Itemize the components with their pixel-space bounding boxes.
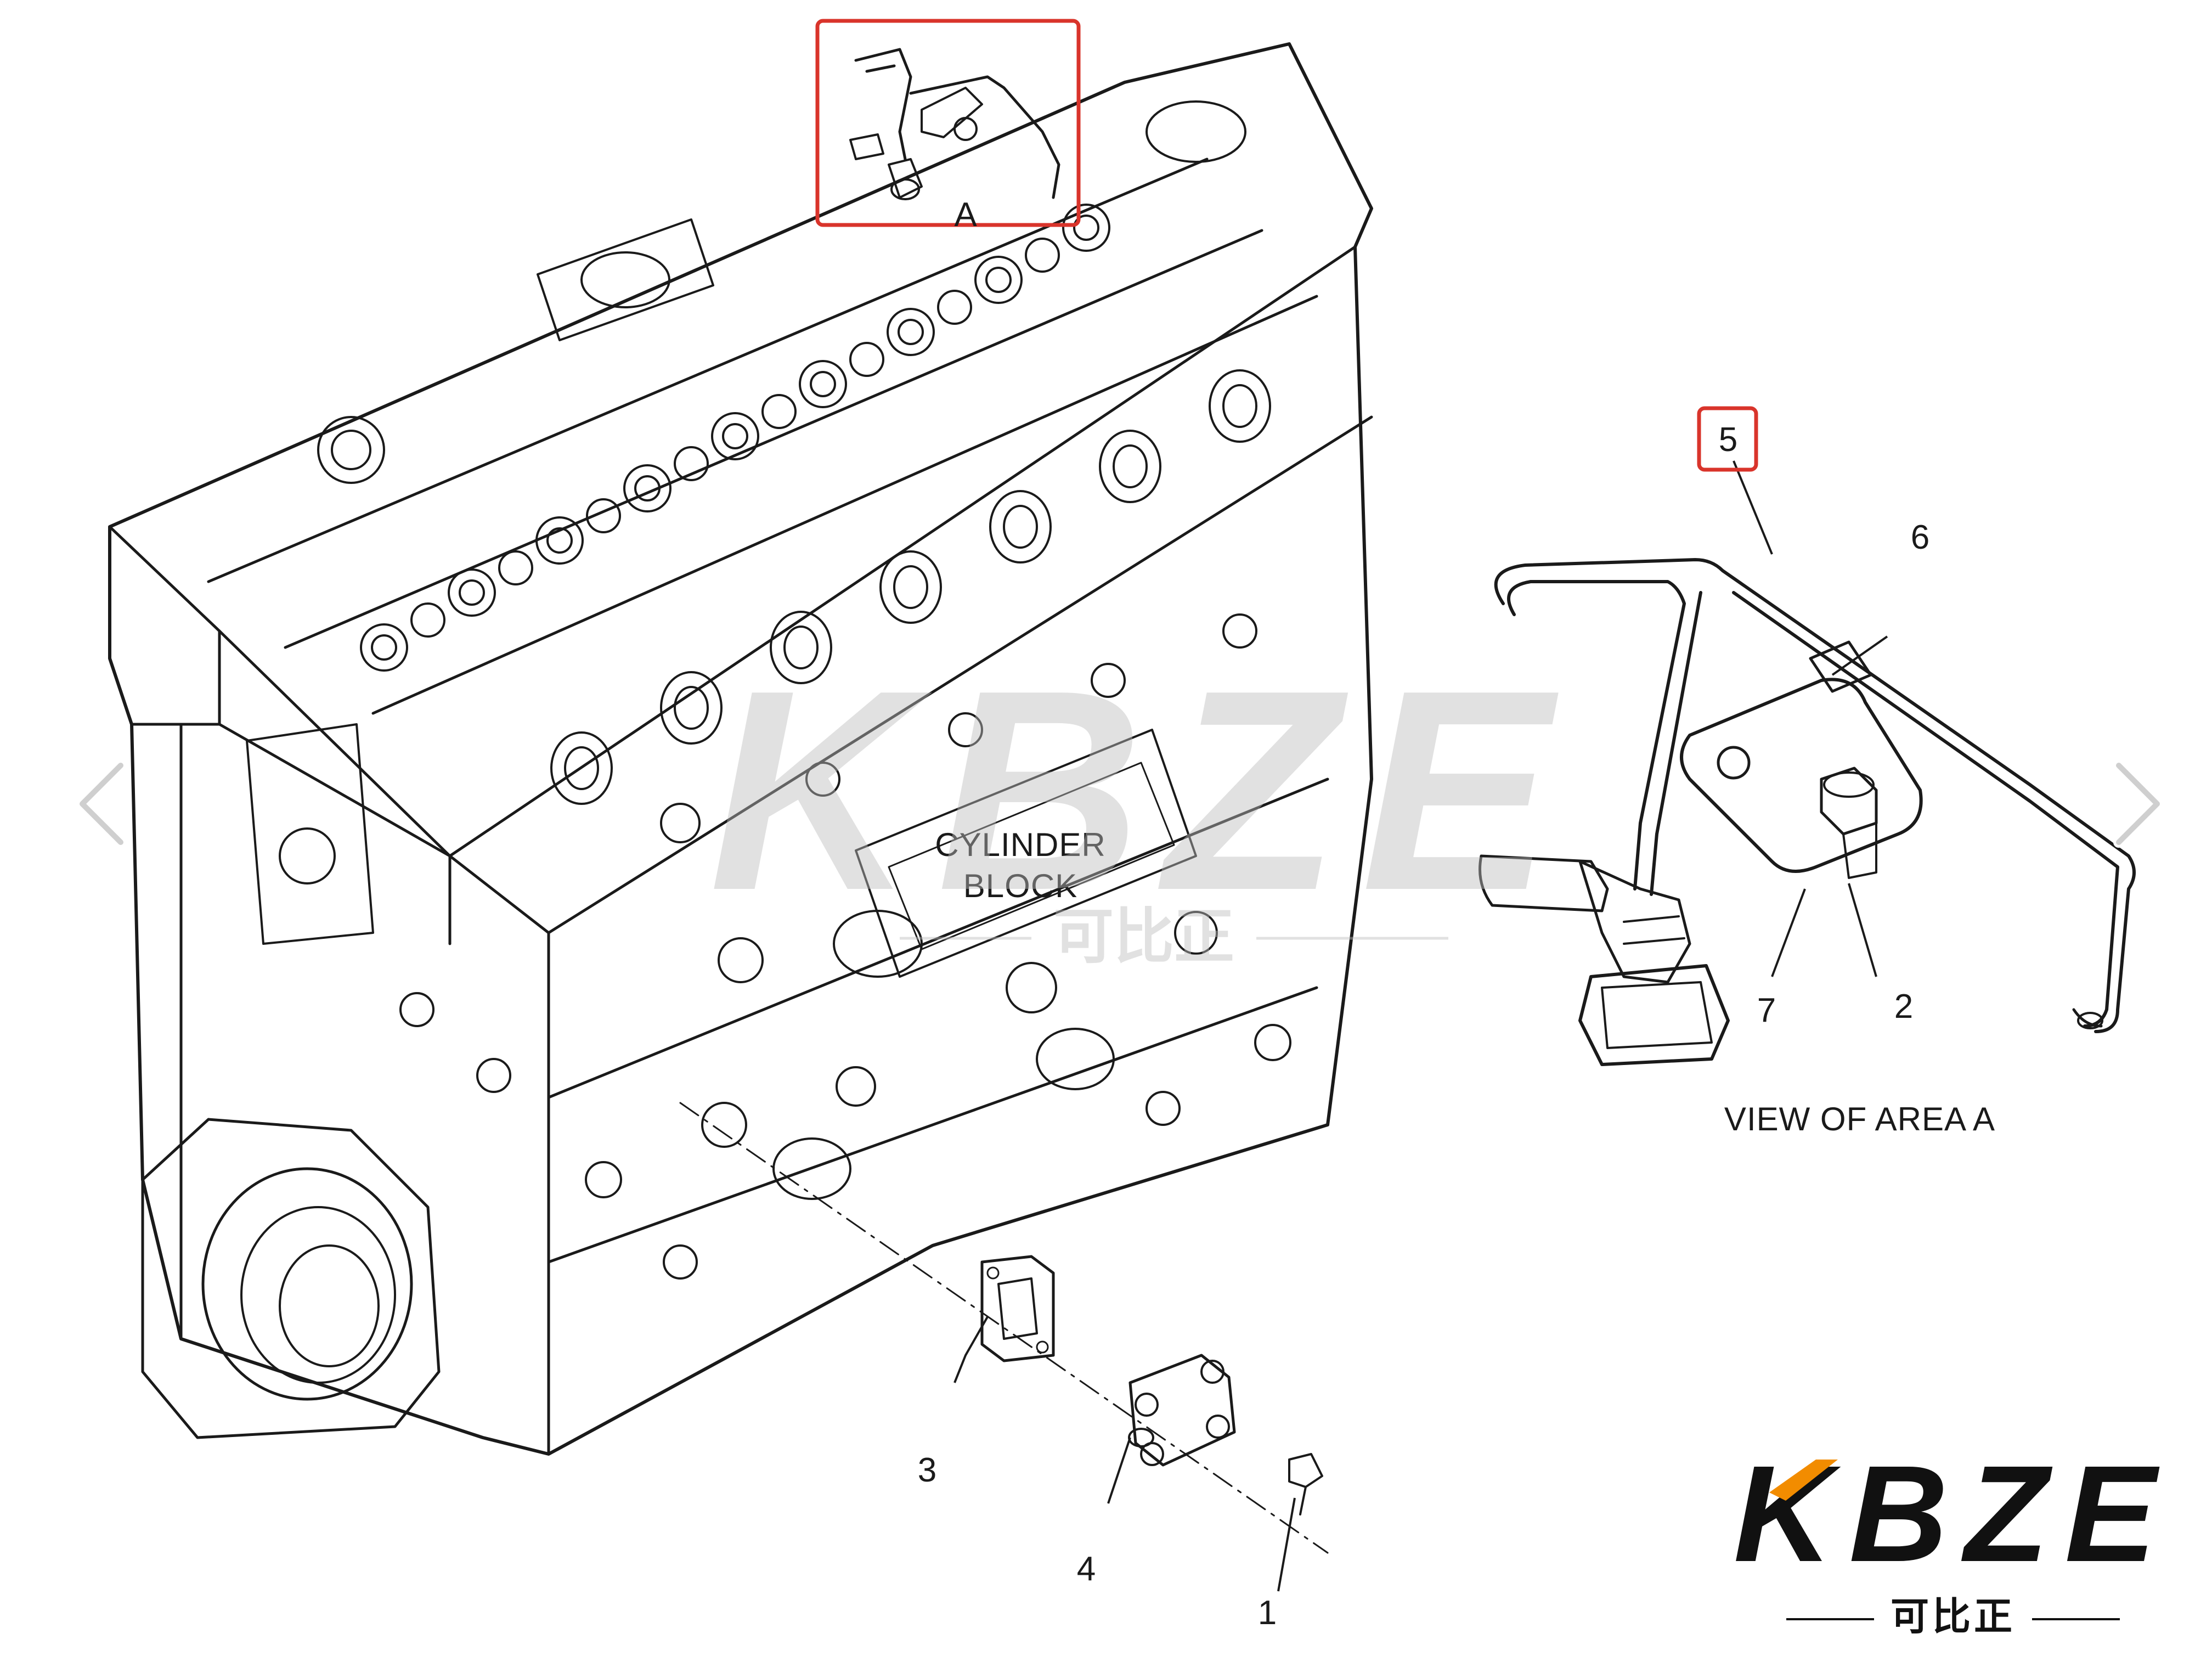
brand-logo-text: KBZE [1734,1449,2173,1575]
brand-logo-accent [1769,1460,1838,1501]
callout-2: 2 [1894,988,1913,1026]
callout-5: 5 [1719,421,1737,459]
exploded-cover-parts [679,1102,1329,1554]
prev-image-button[interactable] [71,757,132,850]
brand-logo: KBZE 可比正 [1712,1449,2194,1639]
chevron-left-icon [77,760,126,848]
cylinder-block-label-line2: BLOCK [963,867,1077,904]
callout-6: 6 [1911,519,1929,556]
brand-logo-wordmark: KBZE [1734,1449,2173,1575]
callout-4: 4 [1077,1550,1096,1588]
callout-3: 3 [918,1451,936,1489]
area-a-enlarged-view [1479,558,2136,1066]
area-a-highlight-box [815,19,1081,227]
engine-block [108,42,1373,1456]
chevron-right-icon [2113,760,2163,848]
watermark-text: KBZE [709,631,1573,950]
callout-leaders [953,460,1888,1592]
brand-logo-subtext: 可比正 [1891,1594,2016,1639]
next-image-button[interactable] [2108,757,2168,850]
area-a-marker: A [954,196,977,234]
watermark-subtext: 可比正 [1053,903,1234,971]
cylinder-block-label-line1: CYLINDER [935,826,1105,863]
callout-1: 1 [1258,1594,1277,1632]
callout-5-highlight-box [1697,406,1758,472]
brand-logo-subtitle: 可比正 [1712,1586,2194,1641]
area-a-detail-small [849,48,1060,200]
callout-7: 7 [1757,991,1776,1029]
watermark: KBZE 可比正 [709,631,1573,971]
view-of-area-a-caption: VIEW OF AREA A [1724,1101,1995,1137]
